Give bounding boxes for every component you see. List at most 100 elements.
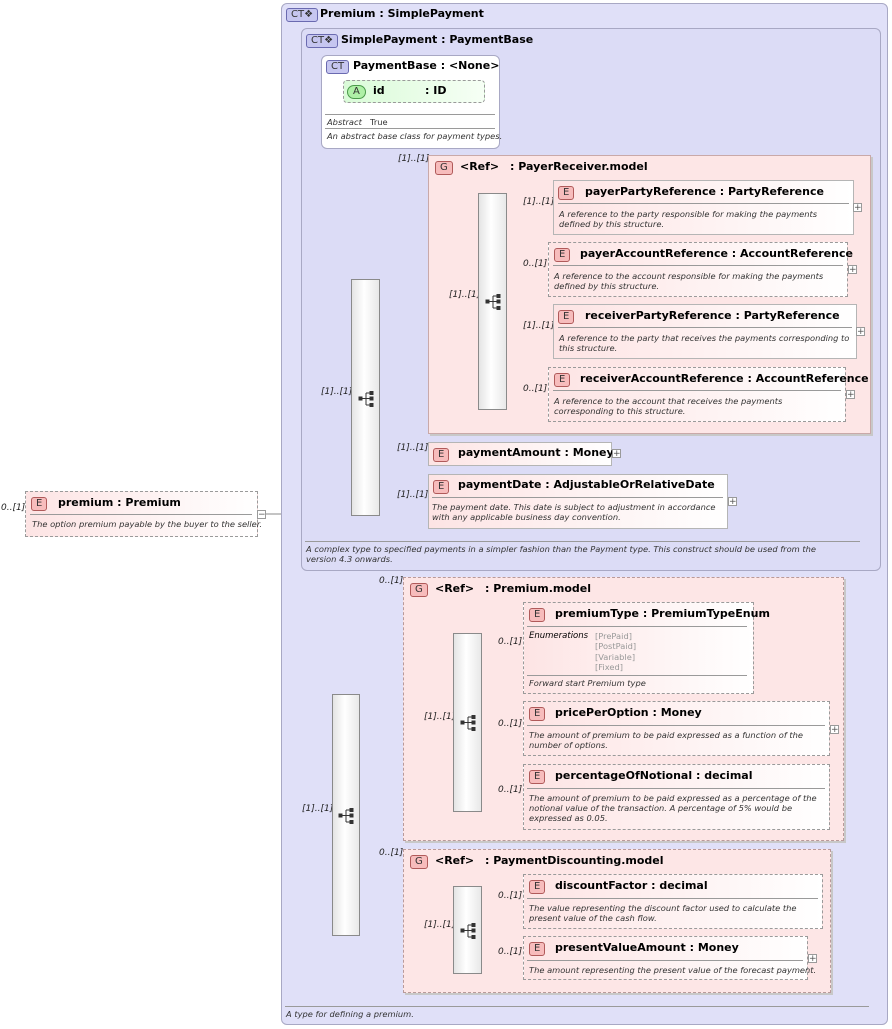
- payer-receiver-ref: <Ref>: [460, 160, 500, 173]
- attribute-icon: A: [347, 85, 366, 99]
- complex-type-icon: CT❖: [286, 8, 319, 22]
- payer-party-reference-element[interactable]: [553, 180, 854, 235]
- element-icon: E: [529, 942, 546, 956]
- complex-type-icon: CT: [326, 60, 350, 74]
- element-icon: E: [558, 186, 575, 200]
- price-per-option-element[interactable]: [523, 701, 830, 756]
- element-description: The payment date. This date is subject t…: [432, 502, 716, 522]
- expand-button[interactable]: +: [808, 954, 817, 964]
- element-description: The amount of premium to be paid express…: [529, 730, 804, 750]
- expand-button[interactable]: +: [853, 203, 862, 213]
- element-icon: E: [529, 880, 546, 894]
- divider: [558, 327, 852, 328]
- divider: [553, 390, 841, 391]
- payment-date-element[interactable]: [428, 474, 728, 529]
- divider: [325, 128, 495, 129]
- sequence-compositor[interactable]: [351, 279, 380, 516]
- divider: [553, 265, 843, 266]
- expand-button[interactable]: +: [856, 327, 865, 337]
- enumeration-value: [PostPaid]: [595, 641, 637, 651]
- group-cardinality: 0..[1]: [379, 576, 404, 586]
- payment-discounting-ref: <Ref>: [435, 854, 475, 867]
- sequence-icon: [460, 923, 476, 939]
- element-cardinality: [1]..[1]: [397, 490, 429, 500]
- enumeration-value: [PrePaid]: [595, 631, 632, 641]
- sequence-compositor[interactable]: [453, 886, 482, 974]
- payment-discounting-title: : PaymentDiscounting.model: [485, 854, 664, 867]
- sequence-icon: [338, 808, 354, 824]
- element-title: receiverPartyReference : PartyReference: [585, 309, 840, 322]
- divider: [527, 788, 825, 789]
- sequence-cardinality: [1]..[1]: [321, 387, 353, 397]
- divider: [527, 675, 747, 676]
- expand-button[interactable]: +: [848, 265, 857, 275]
- premium-complex-type-title: Premium : SimplePayment: [320, 7, 484, 20]
- element-title: payerAccountReference : AccountReference: [580, 247, 853, 260]
- sequence-cardinality: [1]..[1]: [449, 290, 481, 300]
- element-description: The value representing the discount fact…: [529, 903, 797, 923]
- element-icon: E: [554, 248, 571, 262]
- enumeration-value: [Fixed]: [595, 662, 623, 672]
- expand-button[interactable]: +: [728, 497, 737, 507]
- expand-button[interactable]: +: [830, 725, 839, 735]
- element-icon: E: [433, 480, 450, 494]
- present-value-amount-element[interactable]: [523, 936, 808, 980]
- element-cardinality: [1]..[1]: [523, 197, 555, 207]
- element-description: A reference to the party responsible for…: [559, 209, 818, 229]
- element-title: discountFactor : decimal: [555, 879, 708, 892]
- element-title: pricePerOption : Money: [555, 706, 702, 719]
- element-icon: E: [31, 497, 48, 511]
- element-description: The amount of premium to be paid express…: [529, 793, 817, 823]
- premium-element-description: The option premium payable by the buyer …: [32, 519, 263, 529]
- group-icon: G: [410, 583, 428, 597]
- receiver-account-reference-element[interactable]: [548, 367, 846, 422]
- sequence-icon: [485, 294, 501, 310]
- element-title: payerPartyReference : PartyReference: [585, 185, 824, 198]
- element-cardinality: [1]..[1]: [523, 321, 555, 331]
- collapse-button[interactable]: −: [257, 510, 266, 520]
- element-icon: E: [433, 448, 450, 462]
- enumeration-value: [Variable]: [595, 652, 636, 662]
- element-title: paymentAmount : Money: [458, 446, 614, 459]
- premium-type-element[interactable]: [523, 602, 754, 694]
- payment-amount-element[interactable]: [428, 442, 612, 466]
- element-cardinality: 0..[1]: [498, 891, 523, 901]
- element-description: A reference to the account that receives…: [554, 396, 783, 416]
- simple-payment-title: SimplePayment : PaymentBase: [341, 33, 534, 46]
- element-description: The amount representing the present valu…: [529, 965, 817, 975]
- sequence-compositor[interactable]: [478, 193, 507, 410]
- divider: [285, 1006, 869, 1007]
- sequence-cardinality: [1]..[1]: [424, 712, 456, 722]
- sequence-compositor[interactable]: [332, 694, 360, 936]
- sequence-icon: [460, 715, 476, 731]
- divider: [432, 497, 723, 498]
- element-cardinality: 0..[1]: [523, 259, 548, 269]
- attribute-id[interactable]: [343, 80, 485, 103]
- payer-account-reference-element[interactable]: [548, 242, 848, 297]
- element-title: percentageOfNotional : decimal: [555, 769, 753, 782]
- divider: [558, 203, 849, 204]
- sequence-cardinality: [1]..[1]: [424, 920, 456, 930]
- divider: [527, 898, 818, 899]
- sequence-compositor[interactable]: [453, 633, 482, 812]
- element-cardinality: 0..[1]: [523, 384, 548, 394]
- premium-complex-type-description: A type for defining a premium.: [286, 1009, 414, 1019]
- divider: [325, 114, 495, 115]
- divider: [305, 541, 860, 542]
- percentage-of-notional-element[interactable]: [523, 764, 830, 830]
- abstract-value: True: [370, 117, 388, 127]
- payment-base-title: PaymentBase : <None>: [353, 59, 500, 72]
- discount-factor-element[interactable]: [523, 874, 823, 929]
- element-icon: E: [529, 770, 546, 784]
- element-cardinality: 0..[1]: [498, 947, 523, 957]
- premium-element-title: premium : Premium: [58, 496, 181, 509]
- expand-button[interactable]: +: [846, 390, 855, 400]
- element-icon: E: [554, 373, 571, 387]
- expand-button[interactable]: +: [612, 449, 621, 459]
- sequence-icon: [358, 391, 374, 407]
- element-description: A reference to the party that receives t…: [559, 333, 850, 353]
- divider: [527, 626, 747, 627]
- complex-type-icon: CT❖: [306, 34, 339, 48]
- root-cardinality: 0..[1]: [1, 503, 26, 513]
- receiver-party-reference-element[interactable]: [553, 304, 857, 359]
